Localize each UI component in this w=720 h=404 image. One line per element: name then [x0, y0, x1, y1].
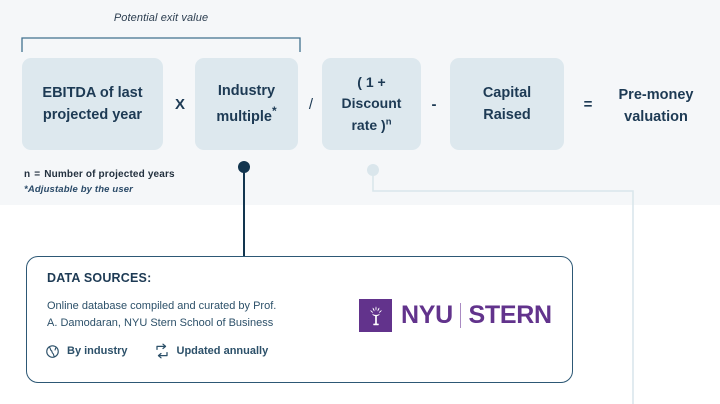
result-line-2: valuation [624, 109, 688, 126]
refresh-icon [154, 343, 170, 359]
data-sources-tag-updated-annually-label: Updated annually [176, 345, 269, 357]
nyu-wordmark-nyu: NYU [401, 301, 453, 329]
discount-line-2: Discount [341, 95, 402, 112]
ebitda-line-2: projected year [42, 107, 143, 123]
multiple-line-1: Industry [217, 83, 276, 100]
operator-times: X [174, 96, 185, 113]
formula-box-capital-raised-text: Capital Raised [483, 82, 531, 126]
multiple-asterisk: * [271, 104, 277, 119]
footnote-n-symbol: n [24, 169, 31, 180]
formula-box-discount-rate[interactable]: ( 1 + Discount rate )n [322, 58, 421, 150]
discount-line-1: ( 1 + [357, 74, 386, 91]
data-sources-tag-by-industry: By industry [45, 344, 128, 359]
data-sources-card: DATA SOURCES: Online database compiled a… [26, 256, 573, 383]
footnote-adjustable: *Adjustable by the user [24, 184, 134, 195]
data-sources-description: Online database compiled and curated by … [47, 298, 347, 331]
data-sources-description-line-2: A. Damodaran, NYU Stern School of Busine… [47, 316, 274, 329]
nyu-wordmark-stern: STERN [468, 301, 552, 329]
multiple-line-2: multiple [216, 108, 272, 125]
footnote-n-text: Number of projected years [44, 169, 175, 180]
formula-box-discount-rate-text: ( 1 + Discount rate )n [342, 72, 402, 136]
footnote-n-definition: n=Number of projected years [24, 169, 175, 180]
result-line-1: Pre-money [618, 87, 694, 103]
formula-box-industry-multiple-text: Industry multiple* [216, 80, 276, 128]
nyu-stern-wordmark: NYU STERN [401, 301, 552, 330]
operator-minus: - [431, 96, 437, 113]
capital-line-1: Capital [482, 84, 532, 101]
operator-divide: / [308, 96, 314, 113]
data-sources-tag-list: By industry Updated annually [45, 343, 268, 359]
globe-icon [45, 344, 60, 359]
formula-box-capital-raised[interactable]: Capital Raised [450, 58, 564, 150]
nyu-wordmark-divider [459, 303, 462, 328]
data-sources-tag-by-industry-label: By industry [67, 345, 128, 357]
formula-box-industry-multiple[interactable]: Industry multiple* [195, 58, 298, 150]
data-sources-title: DATA SOURCES: [47, 271, 152, 285]
formula-box-ebitda-text: EBITDA of last projected year [42, 82, 142, 126]
nyu-stern-logo: NYU STERN [359, 299, 552, 332]
formula-box-ebitda[interactable]: EBITDA of last projected year [22, 58, 163, 150]
operator-equals: = [583, 96, 593, 113]
data-sources-tag-updated-annually: Updated annually [154, 343, 269, 359]
data-sources-description-line-1: Online database compiled and curated by … [47, 300, 277, 312]
discount-exponent-n: n [385, 115, 392, 127]
capital-line-2: Raised [483, 107, 531, 123]
ebitda-line-1: EBITDA of last [42, 84, 143, 101]
result-pre-money-valuation: Pre-money valuation [600, 84, 712, 128]
footnote-n-equals: = [34, 169, 41, 180]
potential-exit-value-label: Potential exit value [113, 12, 209, 24]
nyu-torch-icon [359, 299, 392, 332]
discount-line-3: rate ) [351, 116, 386, 133]
